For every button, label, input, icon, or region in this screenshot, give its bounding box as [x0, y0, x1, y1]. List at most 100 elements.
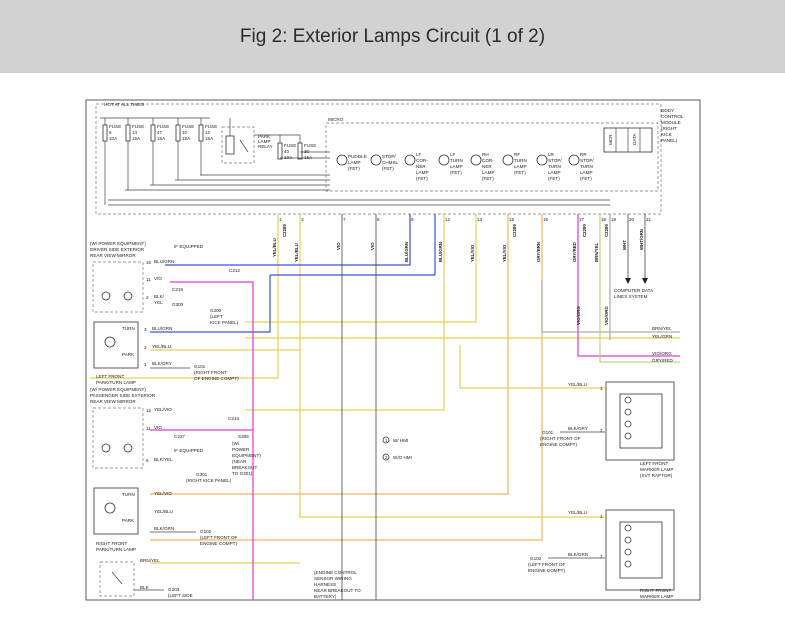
svg-text:LAMP: LAMP — [548, 170, 561, 175]
svg-text:(RIGHT KICK PANEL): (RIGHT KICK PANEL) — [186, 478, 232, 483]
svg-text:VIO: VIO — [154, 276, 162, 281]
svg-text:CHMSL: CHMSL — [382, 160, 399, 165]
svg-text:G101: G101 — [194, 364, 206, 369]
svg-text:IF EQUIPPED: IF EQUIPPED — [174, 448, 204, 453]
svg-text:RELAY: RELAY — [258, 144, 273, 149]
svg-text:(LEFT FRONT OF: (LEFT FRONT OF — [528, 562, 566, 567]
svg-text:(FET): (FET) — [416, 176, 428, 181]
svg-text:VIO/ORG: VIO/ORG — [652, 351, 672, 356]
svg-text:MARKER LAMP: MARKER LAMP — [640, 594, 673, 599]
svg-text:OF ENGINE COMPT): OF ENGINE COMPT) — [194, 376, 239, 381]
svg-text:RIGHT FRONT: RIGHT FRONT — [96, 541, 127, 546]
svg-text:CONTROL: CONTROL — [661, 114, 684, 119]
svg-text:C227: C227 — [174, 434, 185, 439]
svg-text:GRY/RED: GRY/RED — [652, 358, 674, 363]
svg-text:BLU/GRN: BLU/GRN — [438, 242, 443, 262]
svg-text:YEL/BLU: YEL/BLU — [272, 238, 277, 257]
svg-text:FUSE: FUSE — [284, 143, 296, 148]
svg-text:MARKER LAMP: MARKER LAMP — [640, 467, 673, 472]
rf-park-turn-lamp: TURN PARK YEL/VIO YEL/BLU BLK/GRN RIGHT … — [93, 487, 238, 552]
svg-text:DRIVER SIDE EXTERIOR: DRIVER SIDE EXTERIOR — [90, 247, 145, 252]
svg-text:WHT: WHT — [622, 240, 627, 250]
svg-text:FUSE: FUSE — [132, 124, 144, 129]
svg-text:DATA: DATA — [632, 132, 637, 145]
svg-text:(W/ POWER EQUIPMENT): (W/ POWER EQUIPMENT) — [90, 387, 146, 392]
figure-title: Fig 2: Exterior Lamps Circuit (1 of 2) — [239, 25, 546, 47]
svg-text:C219: C219 — [172, 287, 183, 292]
svg-text:BLK/: BLK/ — [154, 294, 165, 299]
svg-text:BLU/GRN: BLU/GRN — [404, 242, 409, 262]
svg-text:FUSE: FUSE — [182, 124, 194, 129]
svg-text:BLK/GRN: BLK/GRN — [154, 526, 174, 531]
svg-text:1: 1 — [600, 386, 603, 391]
svg-text:GRY/RED: GRY/RED — [572, 242, 577, 262]
hot-at-all-times-label: HOT AT ALL TIMES — [104, 102, 144, 107]
driver-mirror: (W/ POWER EQUIPMENT) DRIVER SIDE EXTERIO… — [90, 241, 240, 325]
svg-text:47: 47 — [157, 130, 163, 135]
svg-text:STOP/: STOP/ — [548, 158, 562, 163]
svg-text:PUDDLE: PUDDLE — [348, 154, 367, 159]
svg-text:C2280: C2280 — [512, 224, 517, 237]
svg-text:WHT/GRN: WHT/GRN — [639, 229, 644, 250]
svg-text:BRN/YEL: BRN/YEL — [652, 326, 672, 331]
svg-text:1: 1 — [279, 217, 282, 222]
svg-text:(W/: (W/ — [232, 441, 240, 446]
svg-text:YEL/BLU: YEL/BLU — [568, 382, 587, 387]
svg-text:TURN: TURN — [122, 492, 135, 497]
lf-marker-lamp: YEL/BLU 1 BLK/GRY 2 G101 (RIGHT FRONT OF… — [540, 381, 675, 478]
svg-text:NER: NER — [416, 164, 426, 169]
svg-text:(LEFT FRONT OF: (LEFT FRONT OF — [200, 535, 238, 540]
svg-text:11: 11 — [146, 277, 151, 282]
micro-label: MICRO — [328, 117, 344, 122]
svg-text:15: 15 — [509, 217, 515, 222]
svg-text:POWER: POWER — [232, 447, 250, 452]
passenger-mirror: (W/ POWER EQUIPMENT) PASSENGER SIDE EXTE… — [90, 387, 261, 483]
micro-box — [325, 122, 659, 192]
svg-text:LAMP: LAMP — [450, 164, 463, 169]
svg-text:YEL/BLU: YEL/BLU — [294, 243, 299, 262]
svg-text:EQUIPMENT): EQUIPMENT) — [232, 453, 261, 458]
svg-text:PASSENGER SIDE EXTERIOR: PASSENGER SIDE EXTERIOR — [90, 393, 156, 398]
svg-text:VIO: VIO — [336, 242, 341, 250]
svg-text:(RIGHT FRONT OF: (RIGHT FRONT OF — [540, 436, 581, 441]
svg-text:PARK: PARK — [122, 518, 135, 523]
svg-text:BODY: BODY — [661, 108, 674, 113]
svg-text:W/O HMI: W/O HMI — [393, 455, 412, 460]
rf-marker-lamp: YEL/BLU 1 BLK/GRN 2 G102 (LEFT FRONT OF … — [528, 509, 675, 599]
svg-text:40: 40 — [284, 149, 290, 154]
svg-text:(RIGHT FRONT: (RIGHT FRONT — [194, 370, 227, 375]
svg-text:(FET): (FET) — [580, 176, 592, 181]
svg-text:17: 17 — [579, 217, 585, 222]
svg-text:VIO/ORG: VIO/ORG — [576, 306, 581, 325]
svg-text:G200: G200 — [210, 308, 222, 313]
svg-text:IF EQUIPPED: IF EQUIPPED — [174, 244, 204, 249]
svg-text:FUSE: FUSE — [205, 124, 217, 129]
svg-text:G203: G203 — [168, 587, 180, 592]
svg-text:13: 13 — [477, 217, 483, 222]
svg-text:PARK/TURN LAMP: PARK/TURN LAMP — [96, 547, 136, 552]
svg-text:BLK/GRN: BLK/GRN — [568, 552, 588, 557]
svg-text:C212: C212 — [229, 268, 240, 273]
svg-text:G301: G301 — [196, 472, 208, 477]
svg-text:TURN: TURN — [450, 158, 463, 163]
svg-text:LAMP: LAMP — [580, 170, 593, 175]
svg-text:GRY/BRN: GRY/BRN — [536, 242, 541, 262]
svg-text:10: 10 — [182, 130, 188, 135]
svg-text:YEL: YEL — [154, 300, 163, 305]
svg-text:12: 12 — [205, 130, 211, 135]
svg-text:(SVT RAPTOR): (SVT RAPTOR) — [640, 473, 673, 478]
svg-text:G300: G300 — [172, 302, 184, 307]
park-lamp-relay: PARK LAMP RELAY — [221, 118, 300, 164]
svg-text:12: 12 — [445, 217, 451, 222]
svg-text:LAMP: LAMP — [482, 170, 495, 175]
svg-text:8: 8 — [377, 217, 380, 222]
